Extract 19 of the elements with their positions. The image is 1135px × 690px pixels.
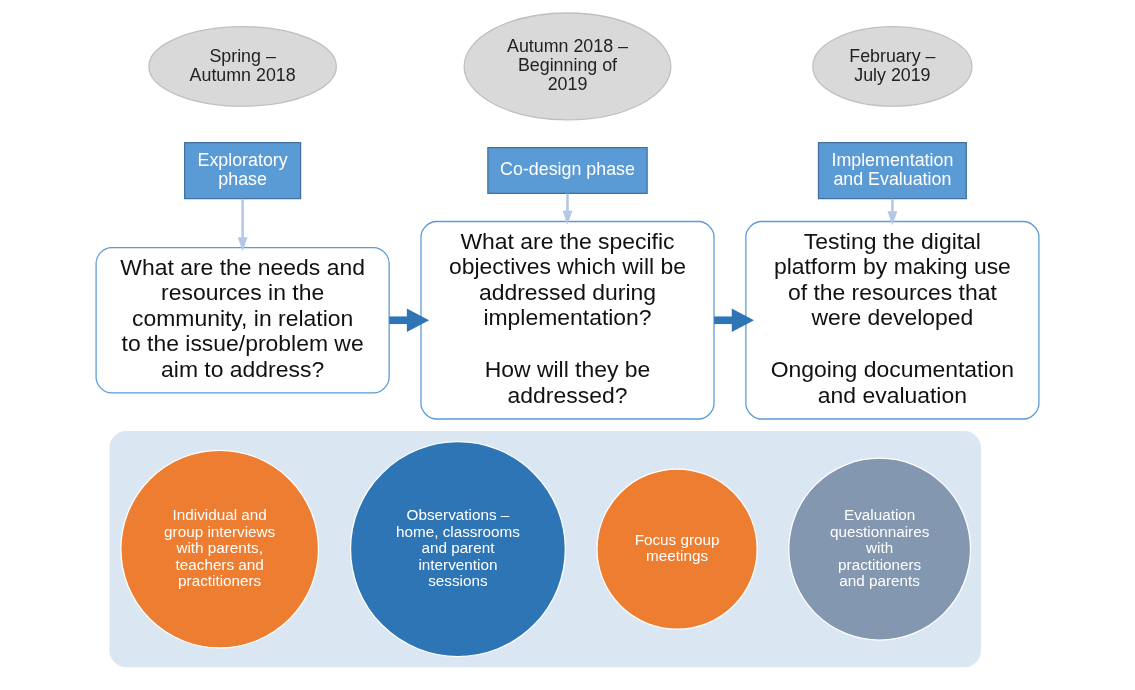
arrow bbox=[237, 198, 248, 252]
node-ellipse: Spring – Autumn 2018 bbox=[148, 26, 337, 107]
node-box: Testing the digital platform by making use of the resources that were developed Ongoing documentation and evaluation bbox=[745, 220, 1040, 420]
arrow bbox=[562, 193, 573, 225]
cluster bbox=[109, 431, 981, 668]
node-circle: Individual and group interviews with parents, teachers and practitioners bbox=[120, 449, 320, 649]
node-box: What are the needs and resources in the community, in relation to the issue/problem we aim to address? bbox=[95, 247, 390, 394]
node-box: Co-design phase bbox=[487, 147, 648, 195]
node-ellipse: February – July 2019 bbox=[812, 26, 973, 107]
node-circle: Observations – home, classrooms and parent intervention sessions bbox=[349, 441, 566, 658]
arrow bbox=[887, 198, 898, 226]
arrow bbox=[714, 308, 754, 332]
node-ellipse: Autumn 2018 – Beginning of 2019 bbox=[463, 12, 672, 121]
node-box: Implementation and Evaluation bbox=[817, 141, 967, 200]
arrow bbox=[389, 308, 430, 332]
node-box: What are the specific objectives which will be addressed during implementation? How will they be addressed? bbox=[420, 220, 715, 420]
node-circle: Evaluation questionnaires with practitioners and parents bbox=[788, 457, 972, 641]
node-circle: Focus group meetings bbox=[596, 468, 758, 630]
node-box: Exploratory phase bbox=[184, 141, 302, 200]
